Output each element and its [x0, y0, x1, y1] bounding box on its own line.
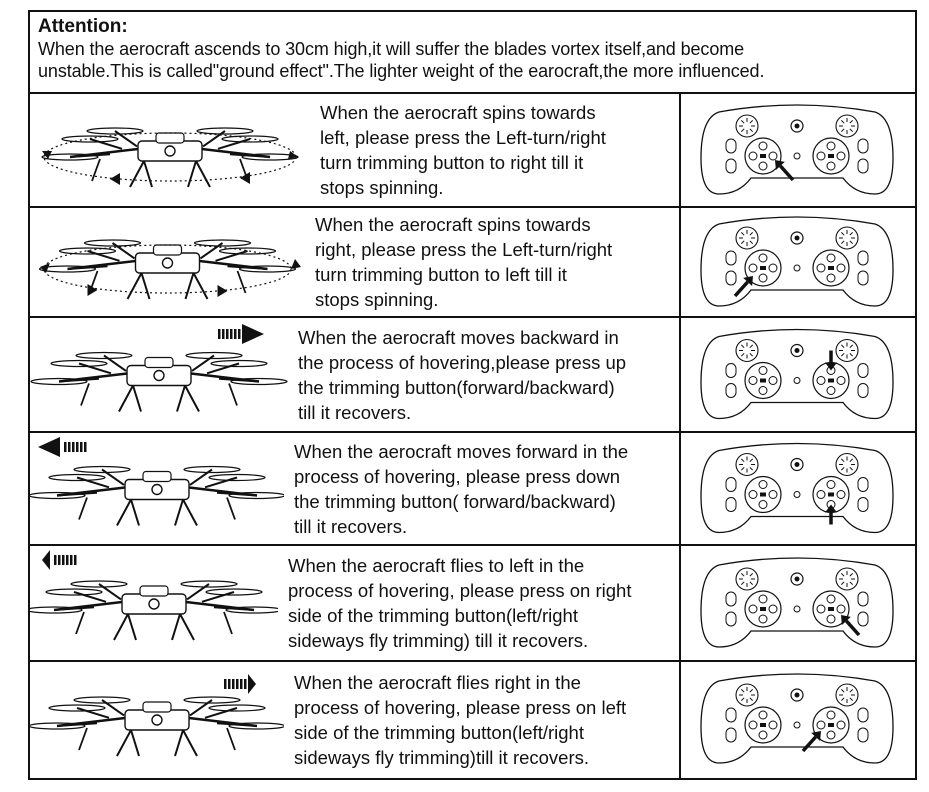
instruction-line: turn trimming button to left till it — [315, 264, 567, 285]
instruction-row: When the aerocraft flies to left in the p… — [30, 546, 915, 662]
instruction-line: till it recovers. — [298, 401, 412, 423]
instruction-line: left, please press the Left-turn/right — [320, 127, 606, 148]
drone-illustration — [30, 318, 288, 431]
drone-illustration — [30, 546, 278, 660]
attention-line-2: unstable.This is called"ground effect".T… — [38, 61, 765, 81]
instruction-line: the trimming button( forward/backward) — [294, 490, 616, 512]
instruction-row: When the aerocraft moves forward in the p… — [30, 433, 915, 546]
instruction-line: When the aerocraft spins towards — [320, 102, 596, 123]
instruction-text: When the aerocraft flies right in the pro… — [294, 662, 677, 778]
instruction-row: When the aerocraft spins towards right, p… — [30, 208, 915, 318]
instruction-line: stops spinning. — [320, 177, 444, 198]
instruction-line: When the aerocraft moves forward in the — [294, 440, 629, 462]
instruction-row: When the aerocraft moves backward in the … — [30, 318, 915, 433]
instruction-line: When the aerocraft spins towards — [315, 214, 591, 235]
instruction-line: turn trimming button to right till it — [320, 152, 584, 173]
instruction-line: side of the trimming button(left/right — [294, 722, 584, 743]
instruction-line: the process of hovering,please press up — [298, 351, 627, 373]
instruction-line: When the aerocraft moves backward in — [298, 326, 619, 348]
controller-illustration — [679, 208, 915, 316]
drone-illustration — [30, 94, 310, 206]
instruction-text: When the aerocraft moves forward in the p… — [294, 433, 677, 544]
instruction-sheet: Attention: When the aerocraft ascends to… — [28, 10, 917, 780]
attention-box: Attention: When the aerocraft ascends to… — [30, 12, 915, 94]
instruction-row: When the aerocraft spins towards left, pl… — [30, 94, 915, 208]
instruction-line: right, please press the Left-turn/right — [315, 239, 613, 260]
instruction-line: stops spinning. — [315, 289, 439, 310]
instruction-row: When the aerocraft flies right in the pro… — [30, 662, 915, 778]
instruction-line: process of hovering, please press down — [294, 465, 620, 487]
drone-illustration — [30, 662, 284, 778]
instruction-text: When the aerocraft flies to left in the p… — [288, 546, 677, 660]
controller-illustration — [679, 318, 915, 431]
drone-illustration — [30, 433, 284, 544]
instruction-line: till it recovers. — [294, 515, 408, 537]
instruction-line: process of hovering, please press on lef… — [294, 697, 627, 718]
controller-illustration — [679, 433, 915, 544]
instruction-text: When the aerocraft spins towards left, pl… — [320, 94, 677, 206]
controller-illustration — [679, 546, 915, 660]
drone-illustration — [30, 208, 305, 316]
controller-illustration — [679, 94, 915, 206]
instruction-line: the trimming button(forward/backward) — [298, 376, 615, 398]
instruction-text: When the aerocraft moves backward in the … — [298, 318, 677, 431]
controller-illustration — [679, 662, 915, 778]
instruction-line: sideways fly trimming)till it recovers. — [294, 747, 590, 768]
instruction-line: side of the trimming button(left/right — [288, 605, 578, 626]
instruction-text: When the aerocraft spins towards right, p… — [315, 208, 677, 316]
attention-title: Attention: — [38, 16, 128, 37]
instruction-line: When the aerocraft flies right in the — [294, 672, 581, 693]
instruction-line: process of hovering, please press on rig… — [288, 580, 632, 601]
instruction-line: When the aerocraft flies to left in the — [288, 555, 585, 576]
attention-line-1: When the aerocraft ascends to 30cm high,… — [38, 39, 745, 59]
instruction-line: sideways fly trimming) till it recovers. — [288, 630, 589, 651]
